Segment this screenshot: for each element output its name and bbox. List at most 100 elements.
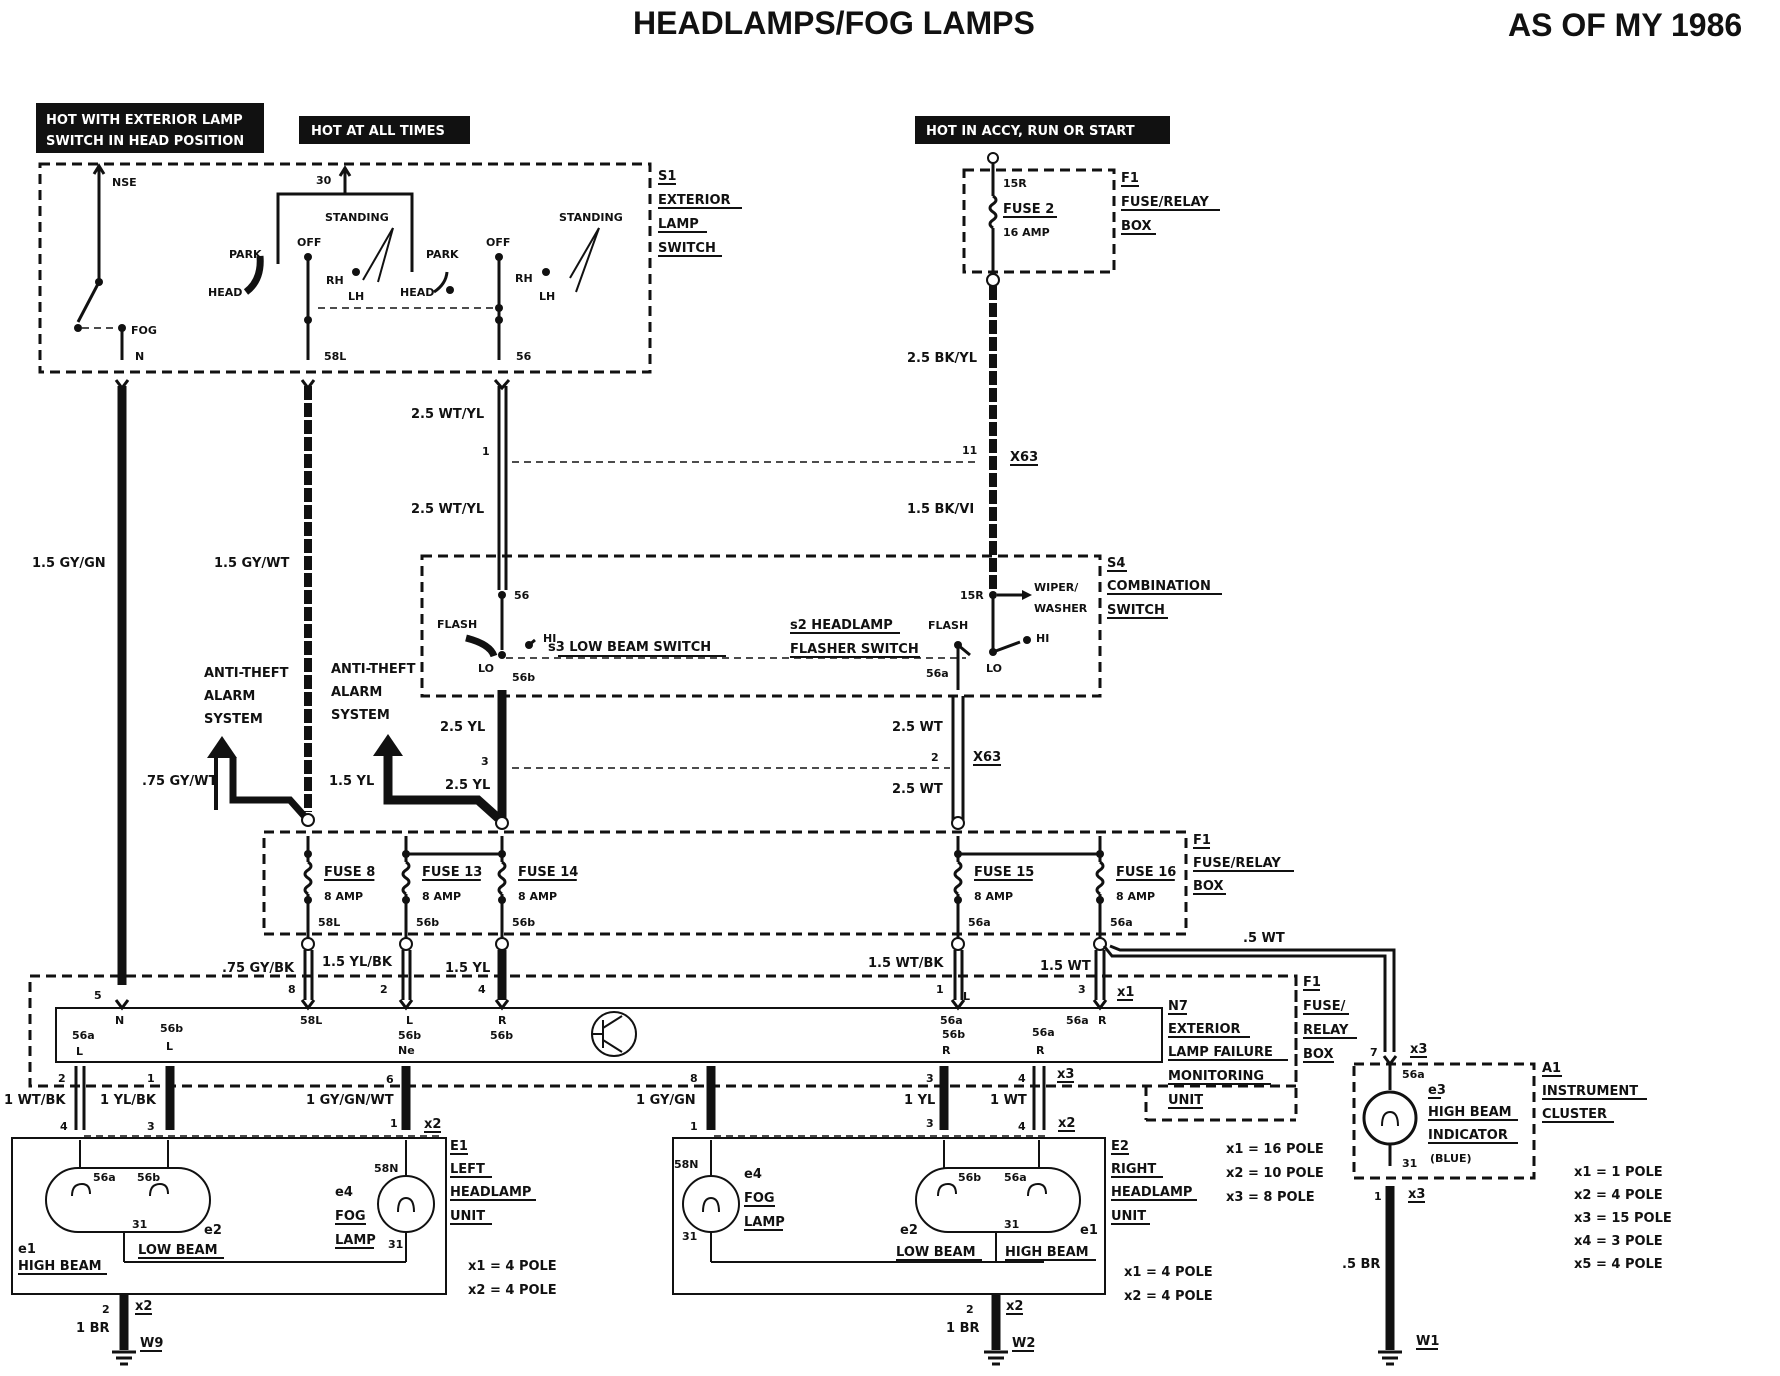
e2-ground: 2 x2 1 BR W2 [946, 1294, 1035, 1366]
svg-text:x1 = 1 POLE: x1 = 1 POLE [1574, 1165, 1663, 1180]
svg-text:7: 7 [1370, 1046, 1378, 1059]
n7-terminals: 5 8 2 4 1 3 x1 N 58L L R L R 56a 56a 56a… [72, 983, 1134, 1058]
svg-text:L: L [963, 990, 970, 1003]
svg-text:56b: 56b [137, 1171, 160, 1184]
svg-text:HIGH BEAM: HIGH BEAM [1428, 1105, 1512, 1120]
svg-text:1: 1 [482, 445, 490, 458]
svg-text:(BLUE): (BLUE) [1430, 1152, 1472, 1165]
svg-text:1.5 YL/BK: 1.5 YL/BK [322, 955, 393, 970]
svg-text:LH: LH [539, 290, 555, 303]
svg-text:F1: F1 [1303, 975, 1321, 990]
model-year: AS OF MY 1986 [1508, 7, 1742, 43]
a1-label: A1 INSTRUMENT CLUSTER [1542, 1061, 1647, 1123]
svg-text:ALARM: ALARM [331, 685, 382, 700]
e1-box [11, 1137, 447, 1295]
svg-text:2.5 WT: 2.5 WT [892, 720, 943, 735]
fuse-2: 15R FUSE 2 16 AMP [986, 152, 1057, 287]
fuse-name: FUSE 8 [324, 865, 375, 880]
svg-text:30: 30 [316, 174, 332, 187]
svg-text:LAMP: LAMP [744, 1215, 785, 1230]
svg-text:FOG: FOG [744, 1191, 775, 1206]
svg-text:e2: e2 [900, 1223, 918, 1238]
svg-text:L: L [406, 1014, 413, 1027]
s1-label: S1 EXTERIOR LAMP SWITCH [658, 169, 742, 257]
svg-text:2.5 WT: 2.5 WT [892, 782, 943, 797]
svg-text:15R: 15R [960, 589, 984, 602]
svg-text:x2 = 4 POLE: x2 = 4 POLE [1574, 1188, 1663, 1203]
svg-text:56a: 56a [1032, 1026, 1055, 1039]
svg-text:PARK: PARK [426, 248, 459, 261]
svg-text:HIGH BEAM: HIGH BEAM [1005, 1245, 1089, 1260]
svg-text:LO: LO [478, 662, 494, 675]
fuse-rating: 8 AMP [422, 890, 461, 903]
svg-text:W2: W2 [1012, 1336, 1035, 1351]
svg-text:HEADLAMP: HEADLAMP [450, 1185, 531, 1200]
svg-text:.5 BR: .5 BR [1342, 1257, 1380, 1272]
e2-box [672, 1137, 1106, 1295]
svg-text:31: 31 [682, 1230, 697, 1243]
svg-text:x2: x2 [1058, 1116, 1075, 1131]
svg-text:R: R [1036, 1044, 1045, 1057]
a1-box [1352, 1062, 1536, 1180]
svg-text:e3: e3 [1428, 1083, 1446, 1098]
svg-text:11: 11 [962, 444, 977, 457]
svg-text:31: 31 [132, 1218, 147, 1231]
svg-text:1: 1 [390, 1117, 398, 1130]
svg-text:56b: 56b [958, 1171, 981, 1184]
fuse-terminal: 56b [512, 916, 535, 929]
svg-text:MONITORING: MONITORING [1168, 1069, 1264, 1084]
svg-text:N: N [135, 350, 144, 363]
svg-text:ALARM: ALARM [204, 689, 255, 704]
svg-text:56a: 56a [926, 667, 949, 680]
e2-fog-lamp: 58N 31 e4 FOG LAMP [674, 1140, 1044, 1263]
svg-text:.75 GY/WT: .75 GY/WT [142, 774, 217, 789]
svg-text:FLASH: FLASH [928, 619, 968, 632]
svg-text:LAMP: LAMP [658, 217, 699, 232]
svg-text:2.5 WT/YL: 2.5 WT/YL [411, 407, 484, 422]
e1-fog-lamp: 58N 31 e4 FOG LAMP [124, 1140, 435, 1263]
s1-fog-switch: NSE FOG N [74, 163, 157, 363]
svg-text:OFF: OFF [486, 236, 510, 249]
svg-text:SWITCH: SWITCH [658, 241, 716, 256]
svg-text:FUSE/: FUSE/ [1303, 999, 1346, 1014]
svg-text:PARK: PARK [229, 248, 262, 261]
e2-pole-notes: x1 = 4 POLE x2 = 4 POLE [1124, 1265, 1213, 1304]
s4-label: S4 COMBINATION SWITCH [1107, 556, 1222, 619]
svg-text:LEFT: LEFT [450, 1162, 485, 1177]
wire-58l: 1.5 GY/WT [214, 379, 316, 812]
svg-text:x3 = 15 POLE: x3 = 15 POLE [1574, 1211, 1672, 1226]
svg-text:LH: LH [348, 290, 364, 303]
svg-text:6: 6 [386, 1073, 394, 1086]
svg-text:31: 31 [1402, 1157, 1417, 1170]
tag-exterior-lamp: HOT WITH EXTERIOR LAMP SWITCH IN HEAD PO… [36, 103, 264, 153]
svg-text:E1: E1 [450, 1139, 468, 1154]
svg-text:x3: x3 [1408, 1187, 1425, 1202]
fuse-terminal: 56b [416, 916, 439, 929]
f1-top-box [962, 168, 1116, 274]
svg-text:1.5 GY/GN: 1.5 GY/GN [32, 556, 106, 571]
svg-text:N7: N7 [1168, 999, 1188, 1014]
svg-text:15R: 15R [1003, 177, 1027, 190]
svg-text:e4: e4 [335, 1185, 353, 1200]
svg-text:3: 3 [481, 755, 489, 768]
svg-text:LOW BEAM: LOW BEAM [138, 1243, 218, 1258]
svg-text:W1: W1 [1416, 1334, 1439, 1349]
svg-text:3: 3 [147, 1120, 155, 1133]
svg-text:STANDING: STANDING [325, 211, 389, 224]
svg-text:1.5 WT/BK: 1.5 WT/BK [868, 956, 944, 971]
svg-text:UNIT: UNIT [1111, 1209, 1146, 1224]
svg-text:SYSTEM: SYSTEM [331, 708, 390, 723]
svg-text:1 GY/GN/WT: 1 GY/GN/WT [306, 1093, 394, 1108]
svg-text:HEAD: HEAD [400, 286, 434, 299]
svg-text:ANTI-THEFT: ANTI-THEFT [204, 666, 289, 681]
svg-text:FLASHER SWITCH: FLASHER SWITCH [790, 642, 919, 657]
svg-text:UNIT: UNIT [1168, 1093, 1203, 1108]
fuse-name: FUSE 15 [974, 865, 1034, 880]
svg-text:S4: S4 [1107, 556, 1125, 571]
svg-text:INSTRUMENT: INSTRUMENT [1542, 1084, 1638, 1099]
svg-text:F1: F1 [1193, 833, 1211, 848]
